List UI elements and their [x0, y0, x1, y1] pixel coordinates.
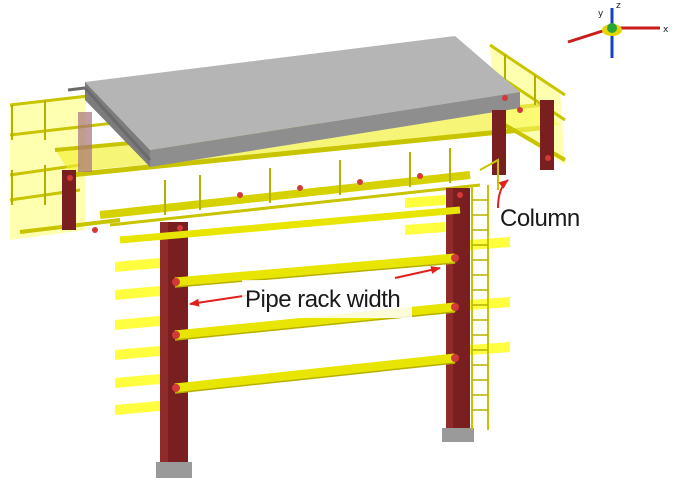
axis-x-label: x [663, 25, 669, 35]
axis-y-label: y [598, 9, 604, 19]
ladder [471, 158, 499, 430]
rear-columns [62, 100, 554, 230]
front-left-column [156, 222, 192, 478]
left-tier-brackets [115, 258, 160, 415]
front-right-column [442, 188, 474, 442]
axis-z-label: z [616, 1, 621, 11]
pipe-rack-width-arrow-right [394, 266, 441, 279]
column-arrow [497, 179, 509, 209]
pipe-rack-width-label: Pipe rack width [245, 286, 400, 313]
pipe-rack-width-arrow-left [189, 294, 251, 307]
tier-beams [119, 206, 461, 394]
annotation-arrows [189, 179, 509, 307]
right-tier-brackets [405, 195, 510, 355]
column-label: Column [500, 205, 580, 232]
axis-triad-icon: z y x [567, 1, 669, 58]
connections [67, 95, 551, 392]
roof-slab [67, 36, 520, 167]
